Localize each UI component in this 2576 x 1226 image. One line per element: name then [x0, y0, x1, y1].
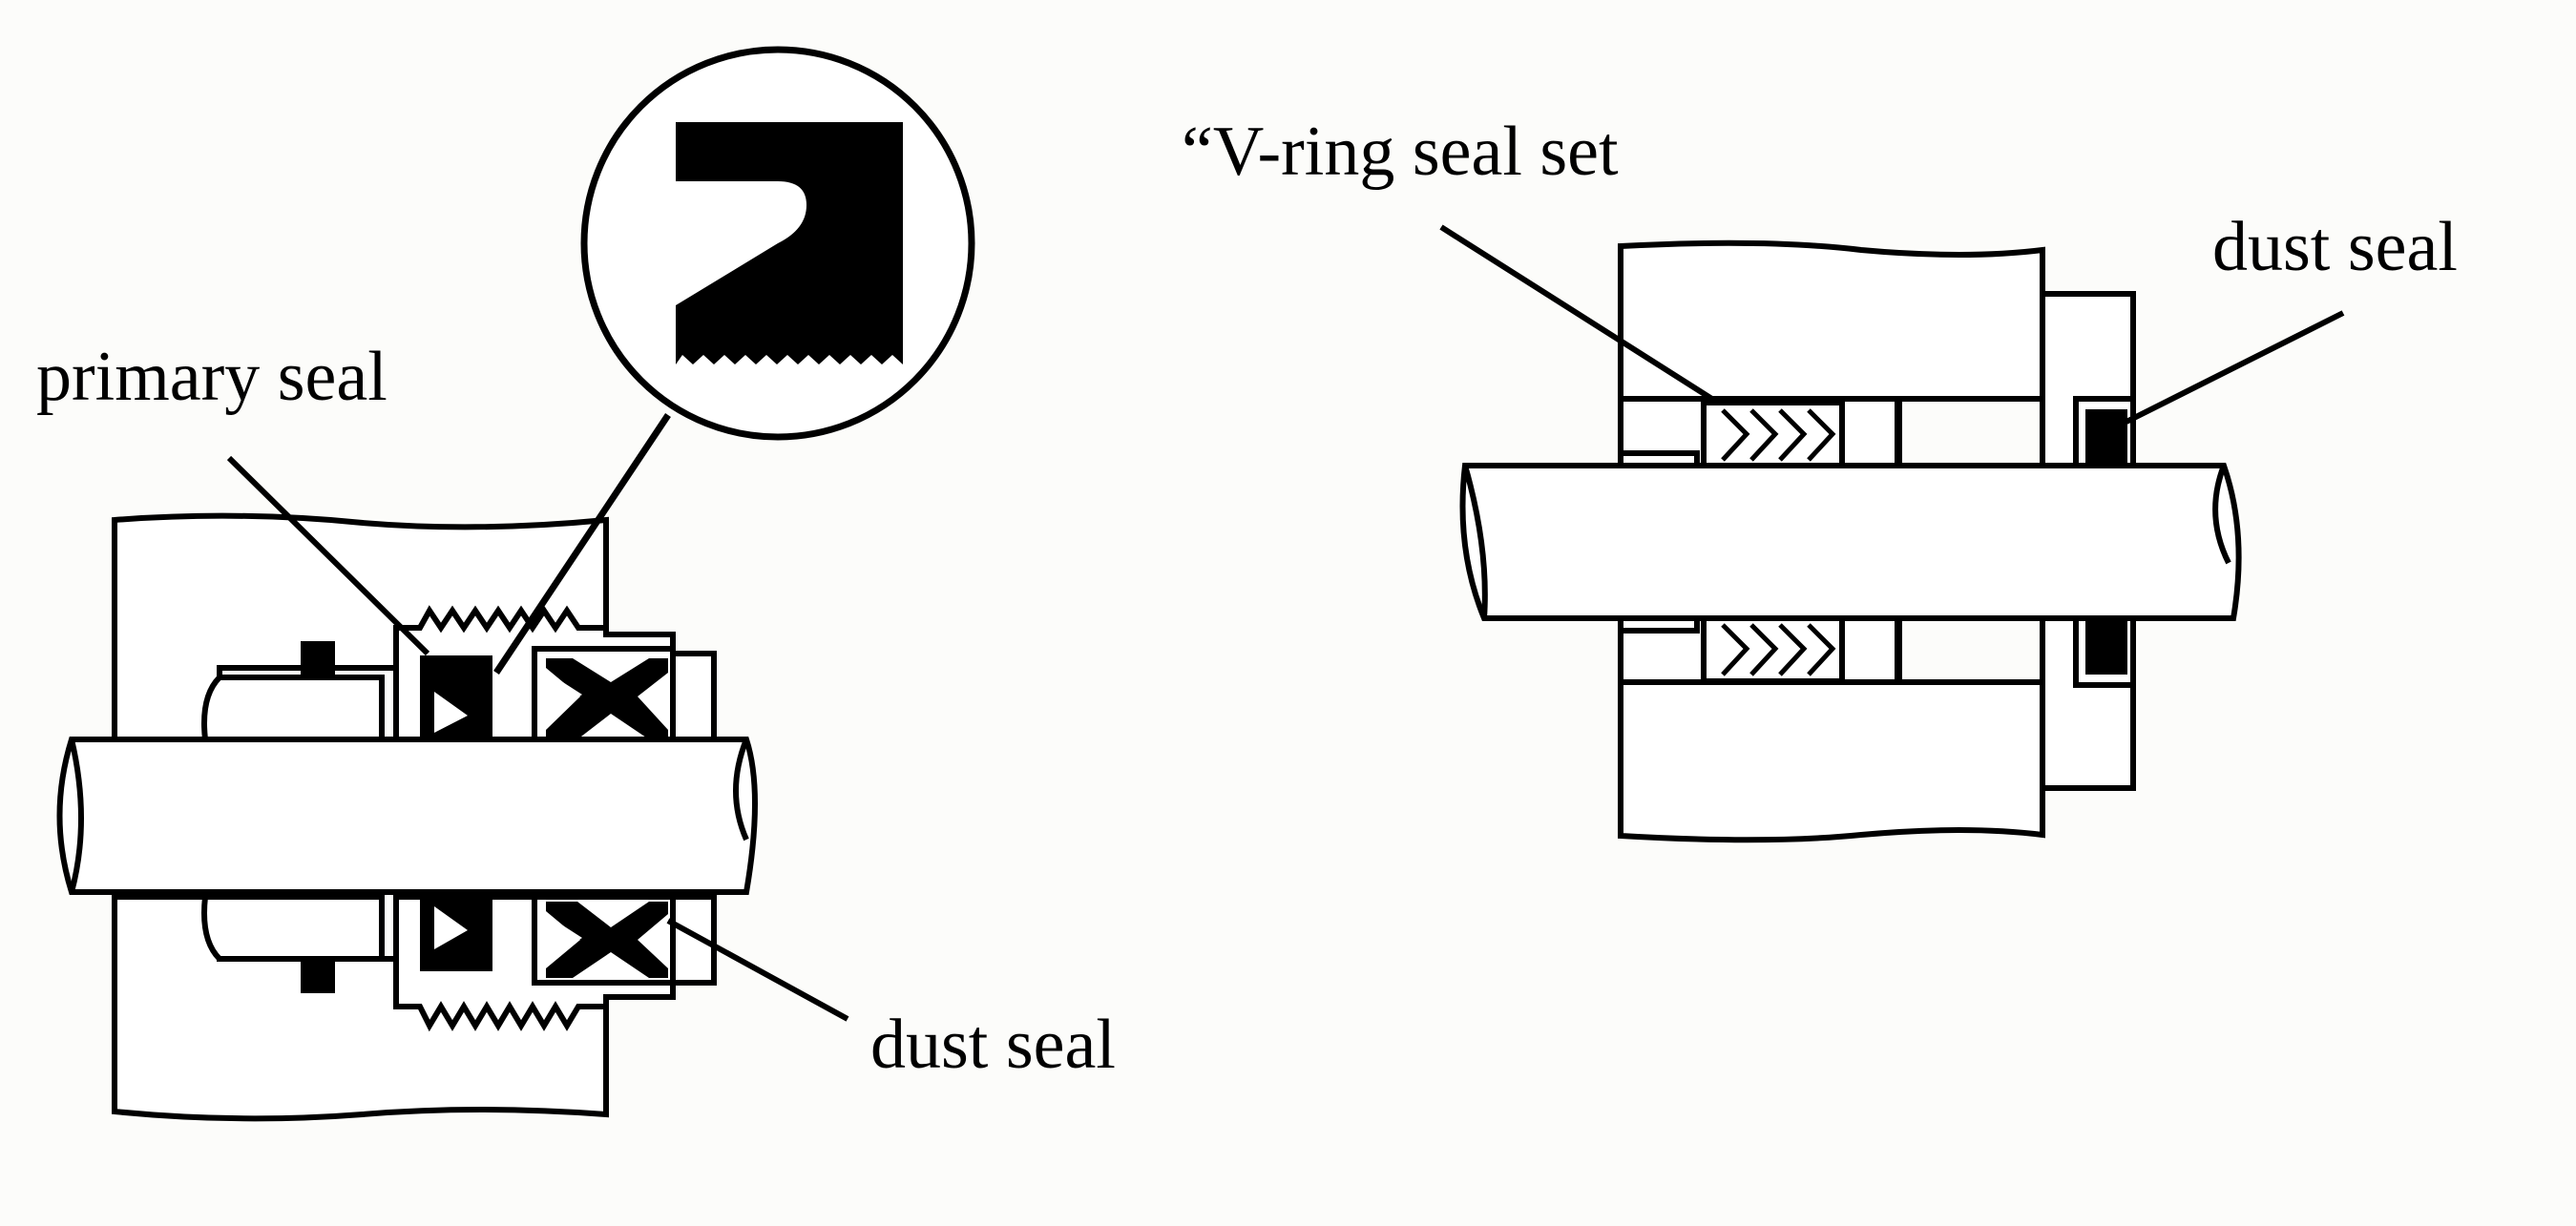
left-dust-seal-top-notch — [555, 677, 582, 711]
label-dust-seal-left: dust seal — [870, 1006, 1116, 1084]
left-pin-bottom — [301, 959, 335, 993]
primary-seal-bottom-inner — [434, 906, 468, 949]
left-seal-assembly — [56, 512, 758, 1122]
v-ring-leader — [1439, 224, 1720, 405]
seal-detail-magnifier — [493, 46, 975, 675]
right-dust-seal-leader — [2125, 310, 2345, 425]
detail-leader-line — [493, 413, 671, 675]
left-dust-seal-bottom — [546, 902, 668, 978]
label-dust-seal-right: dust seal — [2212, 208, 2458, 286]
label-primary-seal: primary seal — [36, 338, 387, 416]
primary-seal-top — [420, 655, 492, 742]
left-housing-bottom — [112, 894, 609, 1122]
primary-seal-top-inner — [434, 692, 468, 733]
detail-seal-profile — [676, 122, 903, 364]
v-ring-chevrons-bottom — [1721, 623, 1836, 676]
right-seal-assembly — [1459, 239, 2242, 843]
v-ring-chevrons-top — [1721, 408, 1836, 462]
label-v-ring-seal-set: “V-ring seal set — [1182, 113, 1619, 191]
right-dust-seal-bottom — [2085, 615, 2127, 675]
right-rod-end-curve-right — [2212, 464, 2231, 565]
left-dust-seal-bottom-notch — [555, 921, 582, 954]
left-rod-end-curve-left — [69, 738, 84, 893]
left-rod-end-curve-right — [733, 738, 749, 842]
left-piston-rod — [56, 737, 758, 895]
left-housing-top — [112, 512, 609, 742]
left-recess-top — [201, 675, 385, 742]
primary-seal-leader — [226, 455, 430, 656]
left-pin-top — [301, 641, 335, 675]
left-recess-bottom — [201, 894, 385, 962]
left-dust-seal-top — [546, 658, 668, 739]
left-dust-seal-leader — [666, 918, 849, 1022]
right-piston-rod — [1459, 463, 2242, 621]
right-rod-end-curve-left — [1462, 465, 1488, 619]
right-dust-seal-top — [2085, 409, 2127, 468]
